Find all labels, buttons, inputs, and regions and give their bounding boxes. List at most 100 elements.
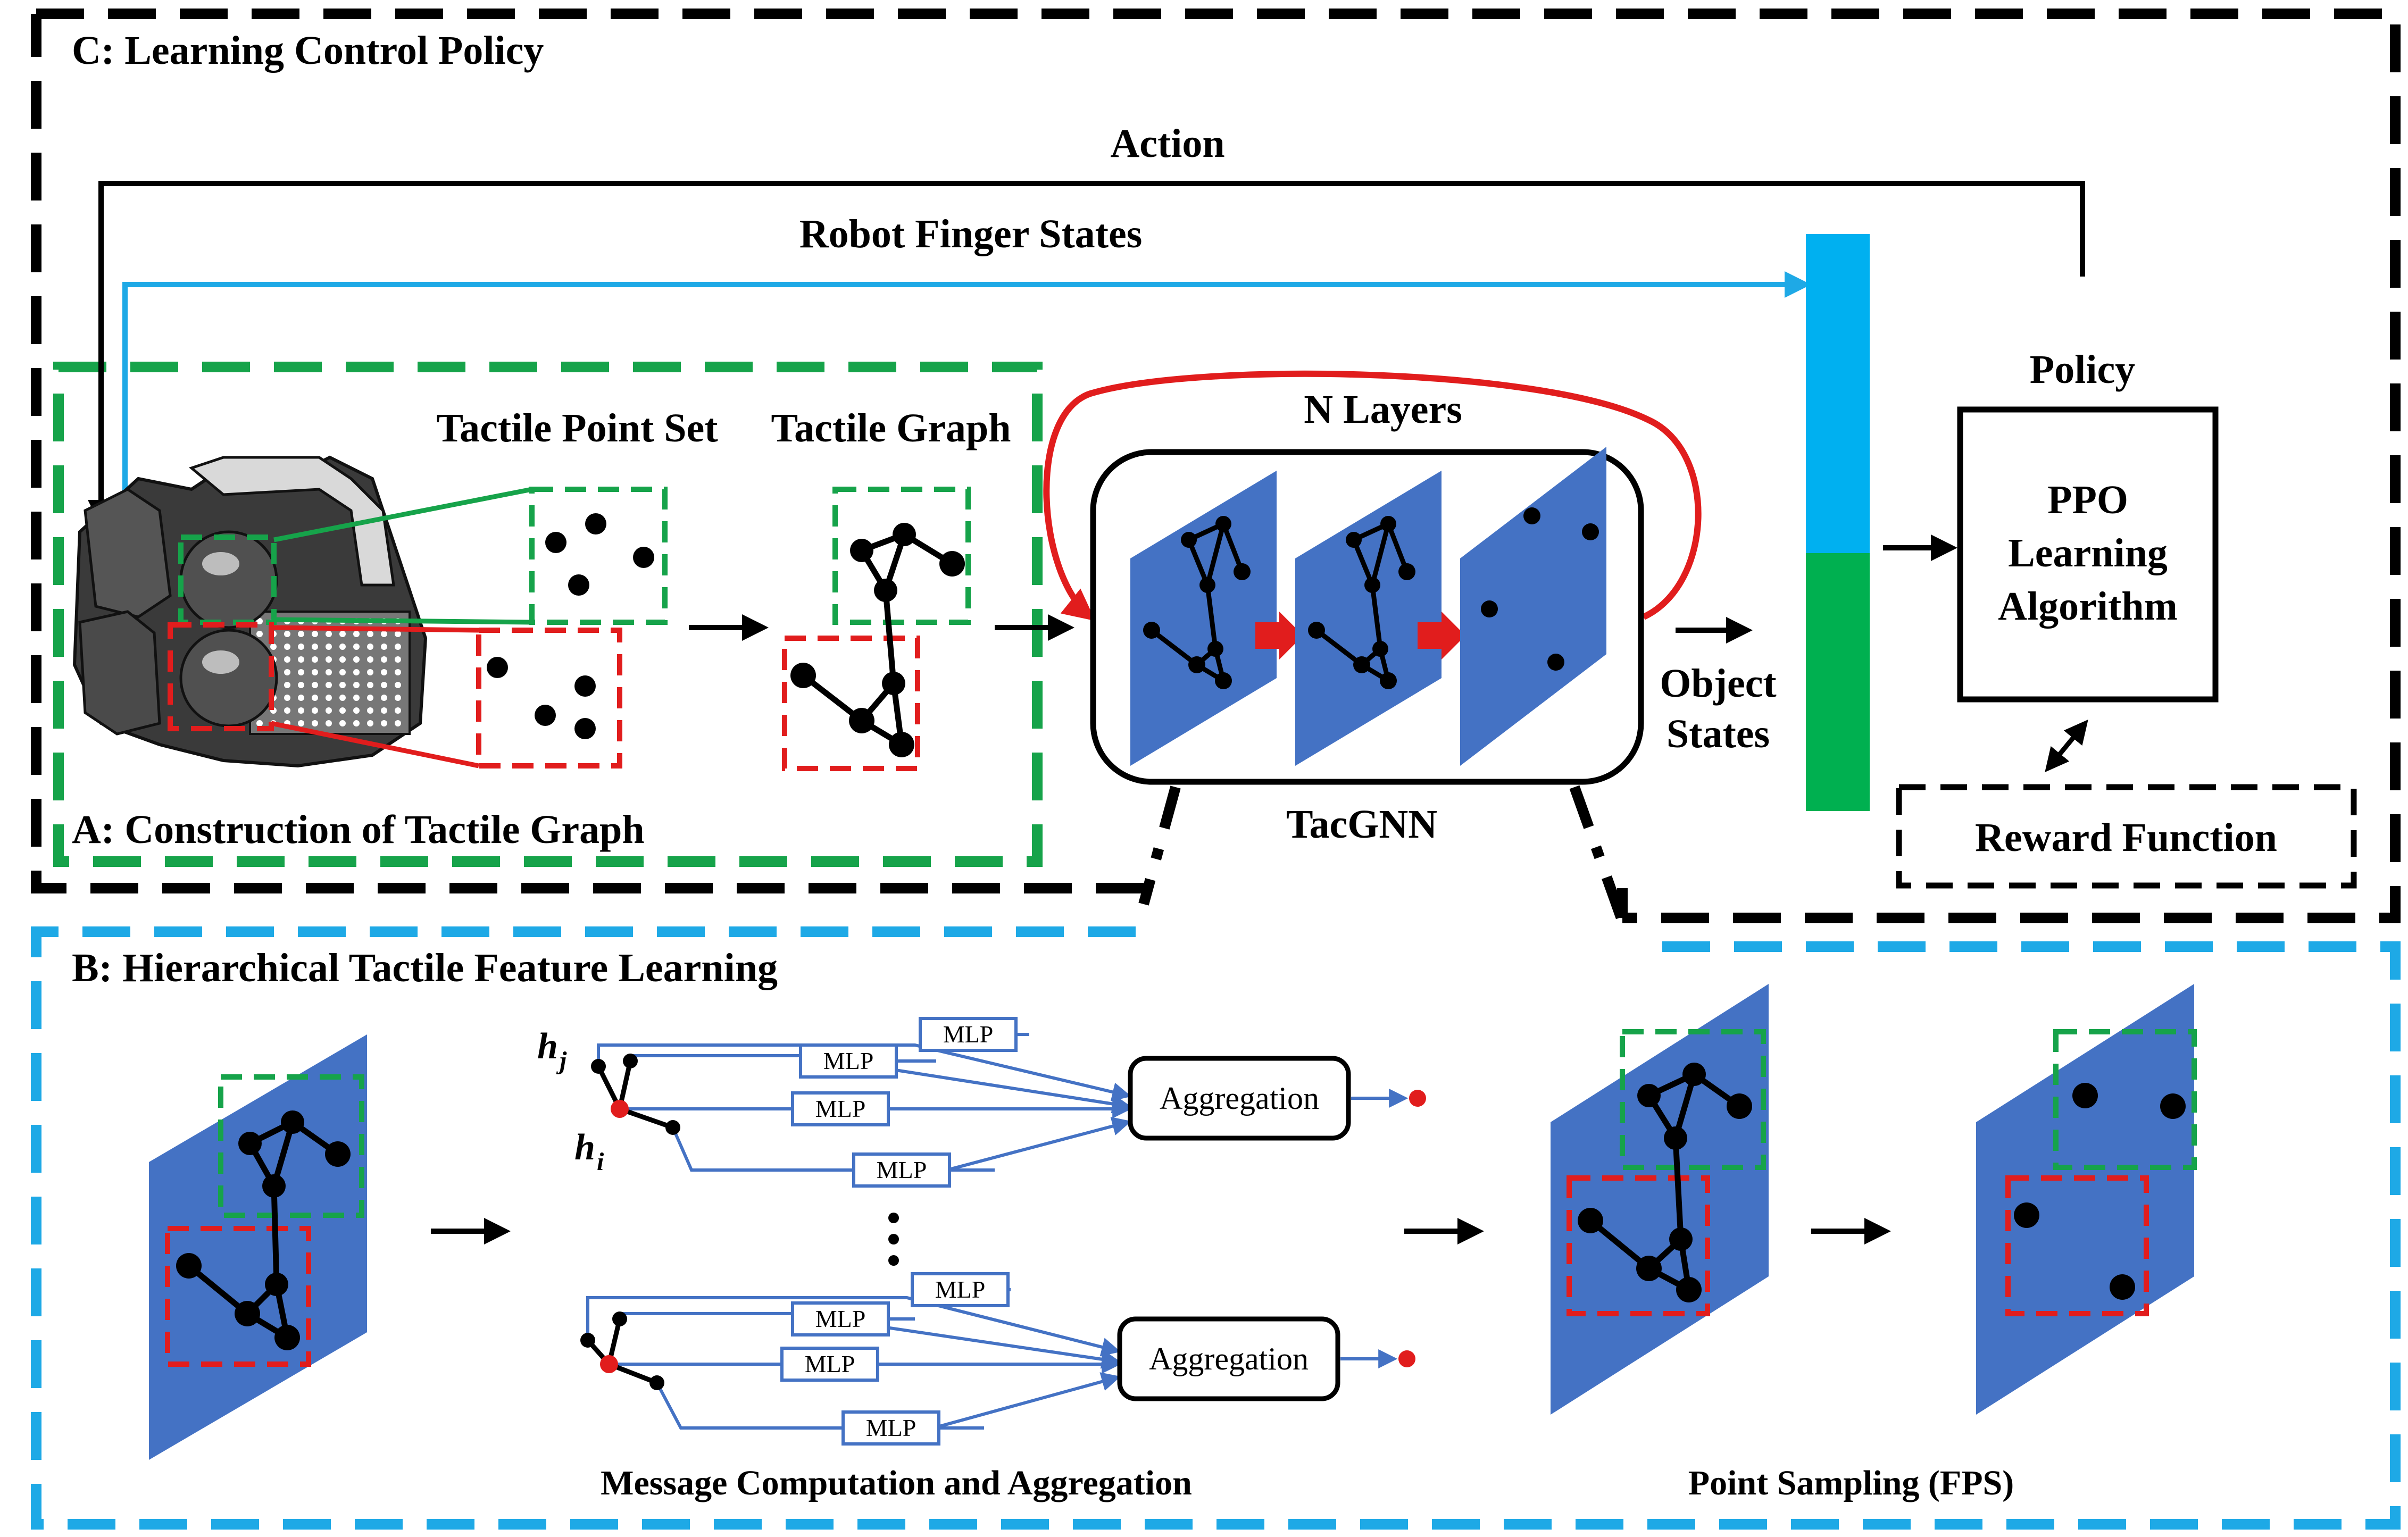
tactile-sensor-dot [270,644,277,650]
policy-label: Policy [2030,347,2135,392]
tactile-sensor-dot [395,720,401,726]
reward-function-box [1896,784,2357,889]
graph-node [874,579,897,602]
tactile-sensor-dot [339,656,346,663]
tactile-sensor-dot [395,707,401,714]
action-label: Action [1110,121,1224,166]
graph-node [849,708,874,733]
b-after-fps-green-box [2053,1029,2197,1170]
tactile-sensor-dot [312,656,318,663]
tactile-sensor-dot [326,631,332,637]
b-after-fps-points [2014,1083,2186,1300]
aggregation-box [1128,1056,1351,1141]
tactile-sensor-dot [312,707,318,714]
tactile-sensor-dot [298,682,304,688]
mlp-box [791,1091,890,1126]
b-before-fps-panel [1551,984,1769,1415]
tactile-sensor-dot [367,682,373,688]
tactile-point-set-label: Tactile Point Set [436,406,718,450]
tactile-sensor-dot [284,682,290,688]
graph-red-box [782,636,920,771]
layer-red-arrow-1 [1255,612,1303,659]
tactile-sensor-dot [256,631,263,637]
tactile-sensor-dot [395,695,401,701]
tactile-sensor-dot [367,631,373,637]
zoom-line-right [1569,785,1633,938]
layer-red-arrow-2 [1418,612,1465,659]
section-c-border [31,9,2401,923]
tactile-sensor-dot [256,720,263,726]
tactile-graph-label: Tactile Graph [771,406,1011,450]
tactile-sensor-dot [284,644,290,650]
hand-red-box [168,622,274,731]
finger-left [84,488,172,619]
tactile-sensor-dot [312,644,318,650]
mlp-box [780,1347,879,1382]
center-node-2 [600,1355,618,1373]
mlp-label: MLP [877,1156,927,1183]
point-set-dot [535,705,556,726]
tactile-sensor-dot [381,669,387,675]
object-states-label-line2: States [1667,712,1770,756]
ppo-box [1957,406,2219,703]
tactile-sensor-dot [395,644,401,650]
point-set-green-box [529,487,668,625]
tactile-sensor-dot [284,695,290,701]
point-set-dot [585,513,606,534]
tactile-sensor-dot [326,656,332,663]
tactile-sensor-dot [312,631,318,637]
mlp-label: MLP [823,1047,874,1074]
action-arrow [88,181,2085,527]
mlp-box [799,1043,898,1079]
tactile-sensor-dot [339,682,346,688]
mlp-label: MLP [805,1350,855,1377]
green-callout-top [273,487,532,542]
point-set-dot [633,547,654,568]
tactile-sensor-dot [367,720,373,726]
tactile-sensor-dot [284,707,290,714]
tactile-sensor-dot [298,644,304,650]
tactile-sensor-dot [339,695,346,701]
mlp-box [919,1017,1018,1052]
tactile-sensor-dot [381,631,387,637]
graph-node [889,732,914,757]
graph-node [850,539,873,562]
tactile-sensor-dot [381,656,387,663]
message-group-2: MLP MLP MLP MLP Aggregation [580,1272,1415,1446]
tactile-sensor-dot [381,695,387,701]
tactile-sensor-dot [284,631,290,637]
tactile-sensor-dot [353,707,360,714]
point-set-dot [545,532,566,553]
point-set-dot [568,574,589,596]
green-callout-bottom [273,617,532,625]
point-set-dot [574,675,596,697]
mlp-box [791,1301,890,1336]
b-input-graph [176,1110,351,1350]
graph-node [882,672,905,695]
finger-ball-lower-highlight [202,650,239,674]
ppo-label-line1: PPO [2047,478,2128,522]
aggregation-label: Aggregation [1149,1341,1309,1376]
hand-green-box [178,534,277,625]
mlp-box [911,1272,1010,1307]
b-before-fps-graph [1578,1063,1752,1302]
mlp-label: MLP [943,1021,994,1048]
tactile-sensor-dot [353,631,360,637]
finger-left-lower [78,610,161,736]
tactile-sensor-dot [298,656,304,663]
finger-ball-upper-highlight [202,552,239,575]
section-c-title: C: Learning Control Policy [72,28,544,73]
aggregation-label: Aggregation [1160,1081,1319,1116]
message-group-1: MLP MLP MLP MLP Aggregation [591,1017,1426,1188]
tactile-sensor-dot [353,644,360,650]
point-sampling-label: Point Sampling (FPS) [1688,1464,2014,1502]
object-states-label-line1: Object [1660,661,1776,706]
tactile-sensor-dot [256,618,263,624]
tactile-sensor-dot [381,644,387,650]
tacgnn-box [1090,449,1644,785]
tactile-sensor-dot [298,631,304,637]
gnn-layer-panel-3 [1460,447,1606,766]
point-set-dot [487,657,508,678]
tactile-sensor-dot [367,695,373,701]
